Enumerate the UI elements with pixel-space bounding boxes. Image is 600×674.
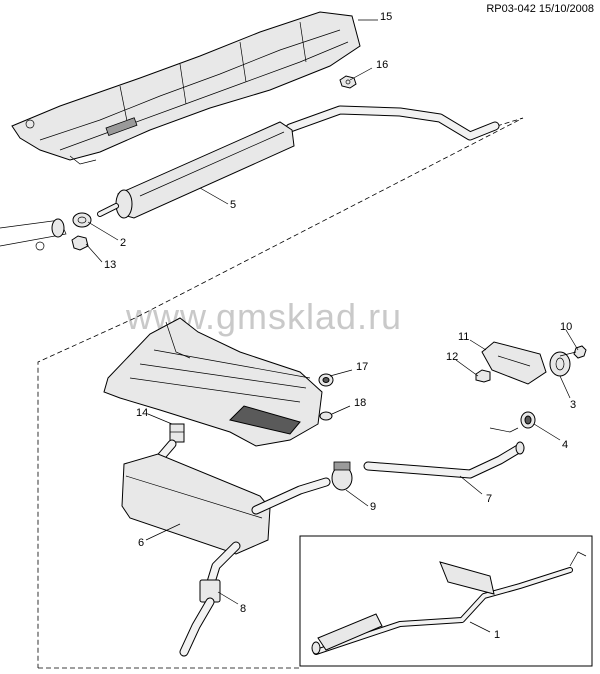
leader-lines (85, 19, 579, 633)
rear-muffler-6 (121, 439, 331, 597)
clamp-9 (331, 461, 353, 491)
callout-1: 1 (494, 629, 501, 641)
callout-11: 11 (458, 331, 470, 343)
callout-14: 14 (136, 407, 149, 419)
callout-16: 16 (376, 59, 389, 71)
front-pipe-stub (0, 218, 67, 251)
callout-7: 7 (486, 493, 493, 505)
rubber-hanger-3 (549, 351, 571, 377)
callout-9: 9 (370, 501, 377, 513)
callout-17: 17 (356, 361, 369, 373)
nut-13 (71, 235, 89, 251)
nut-12 (475, 369, 491, 383)
front-muffler-5 (97, 105, 500, 219)
rear-heat-shield (103, 317, 323, 447)
intermediate-pipe-7 (363, 441, 525, 479)
callout-8: 8 (240, 603, 247, 615)
hanger-insulator-4 (489, 411, 536, 433)
diagram-reference-code: RP03-042 15/10/2008 (486, 3, 594, 15)
callout-13: 13 (104, 259, 117, 271)
callout-18: 18 (354, 397, 367, 409)
callout-10: 10 (560, 321, 573, 333)
callout-6: 6 (138, 537, 145, 549)
callout-2: 2 (120, 237, 127, 249)
gasket-2 (72, 212, 92, 228)
callout-4: 4 (562, 439, 569, 451)
assembly-inset-box (299, 535, 593, 667)
bracket-14 (169, 423, 185, 443)
dashed-reference-line-upper (37, 117, 524, 668)
bracket-11 (481, 341, 547, 385)
callout-5: 5 (230, 199, 237, 211)
tail-pipe-8 (179, 579, 221, 657)
hanger-rubber-17 (318, 373, 334, 387)
callout-15: 15 (380, 11, 393, 23)
washer-18 (319, 411, 333, 421)
callout-12: 12 (446, 351, 459, 363)
callout-3: 3 (570, 399, 577, 411)
heat-shield-upper (11, 11, 361, 165)
